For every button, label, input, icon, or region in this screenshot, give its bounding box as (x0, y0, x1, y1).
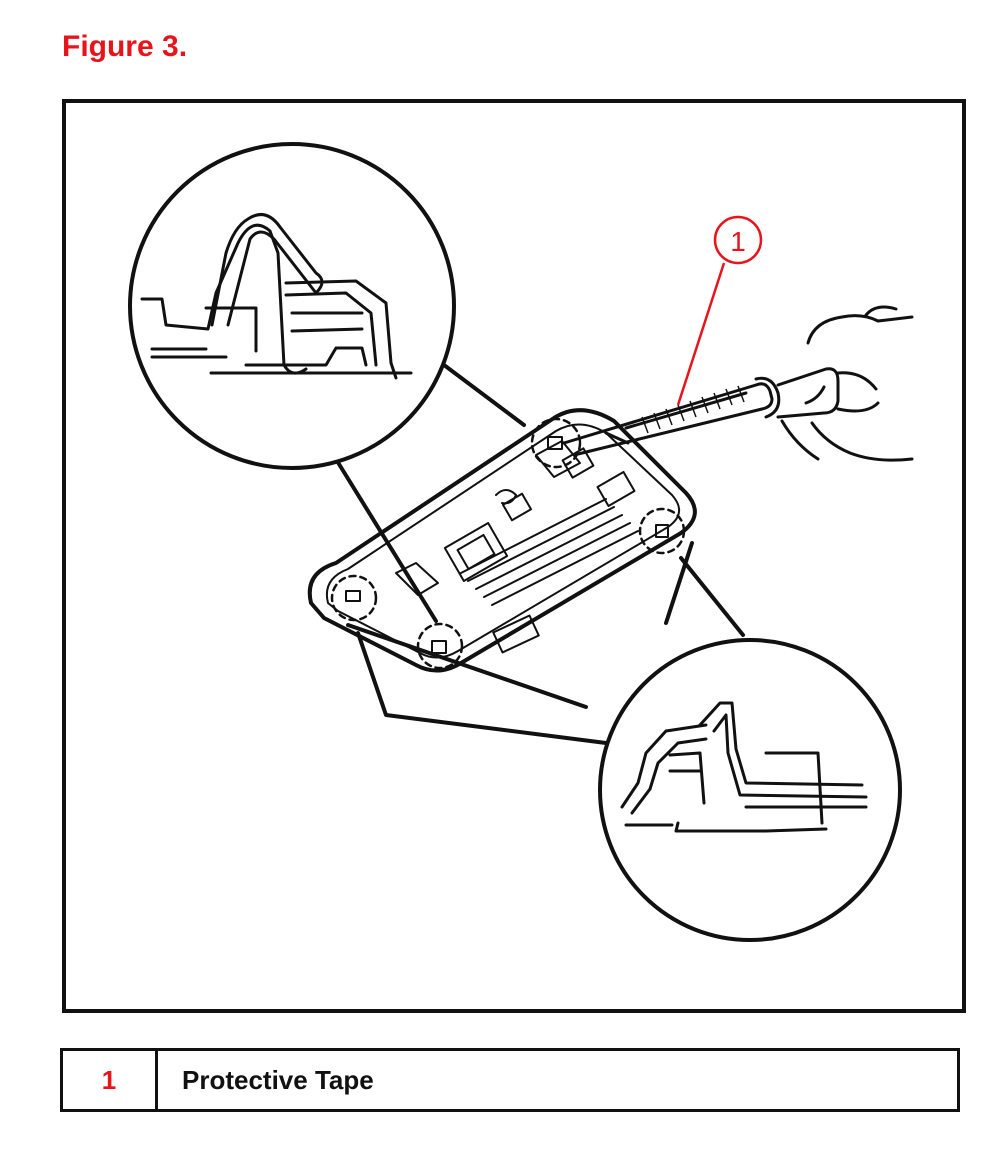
legend-number: 1 (63, 1051, 158, 1109)
figure-frame: 1 (62, 99, 966, 1013)
legend-table: 1 Protective Tape (60, 1048, 960, 1112)
figure-title: Figure 3. (62, 30, 188, 63)
callout-1-label: 1 (730, 226, 746, 257)
callout-1: 1 (676, 215, 763, 406)
screwdriver-with-tape (562, 305, 914, 462)
console-panel (307, 408, 697, 673)
legend-description: Protective Tape (182, 1064, 374, 1095)
zoom-circle-bottom-right (598, 638, 902, 942)
zoom-circle-top-left (128, 142, 456, 470)
illustration: 1 (128, 142, 914, 942)
